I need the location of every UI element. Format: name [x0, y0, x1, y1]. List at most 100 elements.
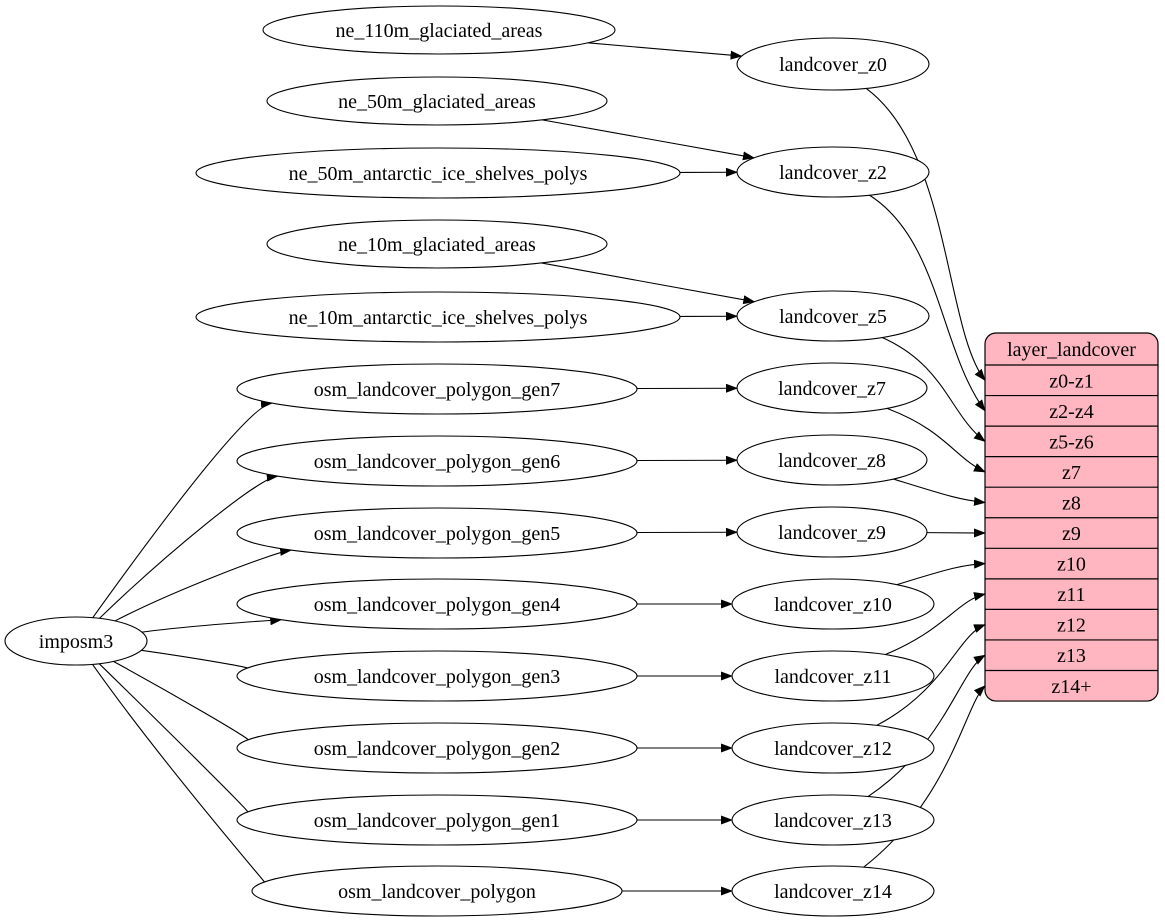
edge-landcover_z10-to-row-6 [896, 559, 986, 586]
node-ellipse-osm_landcover_polygon [251, 865, 623, 917]
node-label-ne_50m_glaciated_areas: ne_50m_glaciated_areas [338, 91, 536, 113]
node-osm_landcover_polygon_gen1: osm_landcover_polygon_gen1 [236, 794, 638, 846]
node-ellipse-landcover_z12 [731, 722, 935, 774]
node-ellipse-landcover_z0 [736, 37, 930, 91]
table-row-z9: z9 [1062, 523, 1081, 545]
table-layer-landcover: layer_landcoverz0-z1z2-z4z5-z6z7z8z9z10z… [984, 332, 1159, 702]
node-landcover_z8: landcover_z8 [736, 434, 928, 486]
table-row-z2-z4: z2-z4 [1049, 401, 1093, 423]
node-label-landcover_z11: landcover_z11 [775, 666, 892, 688]
edge-imposm3-to-osm_landcover_polygon_gen7 [92, 399, 273, 618]
node-label-ne_110m_glaciated_areas: ne_110m_glaciated_areas [336, 20, 543, 42]
edge-landcover_z7-to-row-3 [886, 407, 986, 473]
node-landcover_z12: landcover_z12 [731, 722, 935, 774]
table-header-layer-landcover: layer_landcover [1007, 339, 1136, 361]
node-osm_landcover_polygon_gen4: osm_landcover_polygon_gen4 [236, 578, 638, 630]
edges-layer [92, 42, 986, 896]
node-label-landcover_z9: landcover_z9 [778, 522, 886, 544]
node-label-landcover_z10: landcover_z10 [774, 594, 892, 616]
table-row-z13: z13 [1057, 645, 1086, 667]
node-ellipse-osm_landcover_polygon_gen2 [236, 722, 638, 774]
node-label-landcover_z13: landcover_z13 [774, 810, 892, 832]
node-ne_10m_glaciated_areas: ne_10m_glaciated_areas [266, 219, 608, 269]
node-label-osm_landcover_polygon_gen3: osm_landcover_polygon_gen3 [314, 666, 561, 688]
node-ne_50m_glaciated_areas: ne_50m_glaciated_areas [266, 76, 608, 126]
node-landcover_z2: landcover_z2 [736, 146, 930, 198]
node-label-osm_landcover_polygon_gen7: osm_landcover_polygon_gen7 [314, 379, 561, 401]
node-ellipse-osm_landcover_polygon_gen7 [236, 363, 638, 415]
node-osm_landcover_polygon_gen7: osm_landcover_polygon_gen7 [236, 363, 638, 415]
node-ellipse-osm_landcover_polygon_gen1 [236, 794, 638, 846]
edge-landcover_z2-to-row-1 [869, 194, 986, 412]
node-label-osm_landcover_polygon_gen1: osm_landcover_polygon_gen1 [314, 810, 561, 832]
node-osm_landcover_polygon: osm_landcover_polygon [251, 865, 623, 917]
node-osm_landcover_polygon_gen3: osm_landcover_polygon_gen3 [236, 650, 638, 702]
node-landcover_z5: landcover_z5 [736, 290, 930, 342]
nodes-layer: imposm3 ne_110m_glaciated_areas ne_50m_gla… [4, 5, 935, 917]
node-ellipse-osm_landcover_polygon_gen6 [236, 435, 638, 487]
edge-imposm3-to-osm_landcover_polygon_gen4 [141, 616, 283, 633]
node-label-landcover_z0: landcover_z0 [779, 54, 887, 76]
table-row-z14+: z14+ [1051, 676, 1091, 698]
node-osm_landcover_polygon_gen2: osm_landcover_polygon_gen2 [236, 722, 638, 774]
node-ellipse-landcover_z9 [736, 506, 928, 558]
node-ellipse-imposm3 [4, 616, 148, 666]
node-label-landcover_z8: landcover_z8 [778, 450, 886, 472]
node-label-osm_landcover_polygon_gen2: osm_landcover_polygon_gen2 [314, 738, 561, 760]
edge-ne_110m_glaciated_areas-to-landcover_z0 [587, 42, 743, 60]
node-ellipse-osm_landcover_polygon_gen3 [236, 650, 638, 702]
node-ellipse-osm_landcover_polygon_gen4 [236, 578, 638, 630]
edge-landcover_z12-to-row-8 [876, 624, 986, 726]
node-ellipse-ne_50m_glaciated_areas [266, 76, 608, 126]
node-landcover_z10: landcover_z10 [731, 578, 935, 630]
node-landcover_z13: landcover_z13 [731, 794, 935, 846]
edge-imposm3-to-osm_landcover_polygon_gen6 [99, 472, 279, 619]
edge-imposm3-to-osm_landcover_polygon_gen1 [98, 663, 259, 817]
node-ellipse-ne_50m_antarctic_ice_shelves_polys [195, 147, 681, 199]
node-landcover_z7: landcover_z7 [736, 362, 928, 414]
node-ellipse-ne_10m_antarctic_ice_shelves_polys [195, 291, 681, 343]
node-ne_50m_antarctic_ice_shelves_polys: ne_50m_antarctic_ice_shelves_polys [195, 147, 681, 199]
node-label-landcover_z14: landcover_z14 [774, 881, 892, 903]
node-osm_landcover_polygon_gen6: osm_landcover_polygon_gen6 [236, 435, 638, 487]
node-label-landcover_z7: landcover_z7 [778, 378, 886, 400]
edge-landcover_z8-to-row-4 [893, 478, 986, 506]
node-ellipse-landcover_z8 [736, 434, 928, 486]
node-label-osm_landcover_polygon: osm_landcover_polygon [338, 881, 536, 903]
node-label-landcover_z12: landcover_z12 [774, 738, 892, 760]
edge-landcover_z0-to-row-0 [865, 87, 986, 382]
node-landcover_z14: landcover_z14 [731, 865, 935, 917]
edge-imposm3-to-osm_landcover_polygon_gen5 [114, 546, 293, 622]
node-ellipse-landcover_z13 [731, 794, 935, 846]
node-landcover_z9: landcover_z9 [736, 506, 928, 558]
table-row-z5-z6: z5-z6 [1049, 431, 1093, 453]
node-ellipse-landcover_z5 [736, 290, 930, 342]
node-ellipse-osm_landcover_polygon_gen5 [236, 507, 638, 559]
table-row-z12: z12 [1057, 615, 1086, 637]
node-label-ne_10m_glaciated_areas: ne_10m_glaciated_areas [338, 234, 536, 256]
edge-landcover_z5-to-row-2 [881, 336, 986, 442]
table-row-z0-z1: z0-z1 [1049, 370, 1093, 392]
node-label-osm_landcover_polygon_gen5: osm_landcover_polygon_gen5 [314, 523, 561, 545]
node-ellipse-landcover_z11 [731, 650, 935, 702]
edge-imposm3-to-osm_landcover_polygon [92, 664, 277, 884]
edge-landcover_z14-to-row-10 [863, 685, 986, 868]
node-landcover_z0: landcover_z0 [736, 37, 930, 91]
node-label-ne_50m_antarctic_ice_shelves_polys: ne_50m_antarctic_ice_shelves_polys [289, 163, 588, 185]
node-osm_landcover_polygon_gen5: osm_landcover_polygon_gen5 [236, 507, 638, 559]
node-label-landcover_z5: landcover_z5 [779, 306, 887, 328]
table-row-z7: z7 [1062, 462, 1081, 484]
node-ellipse-landcover_z14 [731, 865, 935, 917]
node-label-imposm3: imposm3 [39, 631, 113, 653]
node-label-osm_landcover_polygon_gen6: osm_landcover_polygon_gen6 [314, 451, 561, 473]
node-label-ne_10m_antarctic_ice_shelves_polys: ne_10m_antarctic_ice_shelves_polys [289, 307, 588, 329]
edge-imposm3-to-osm_landcover_polygon_gen3 [141, 649, 258, 674]
node-label-landcover_z2: landcover_z2 [779, 162, 887, 184]
table-row-z11: z11 [1057, 584, 1085, 606]
edge-landcover_z13-to-row-9 [867, 654, 986, 798]
node-ellipse-landcover_z7 [736, 362, 928, 414]
node-ellipse-ne_10m_glaciated_areas [266, 219, 608, 269]
node-imposm3: imposm3 [4, 616, 148, 666]
